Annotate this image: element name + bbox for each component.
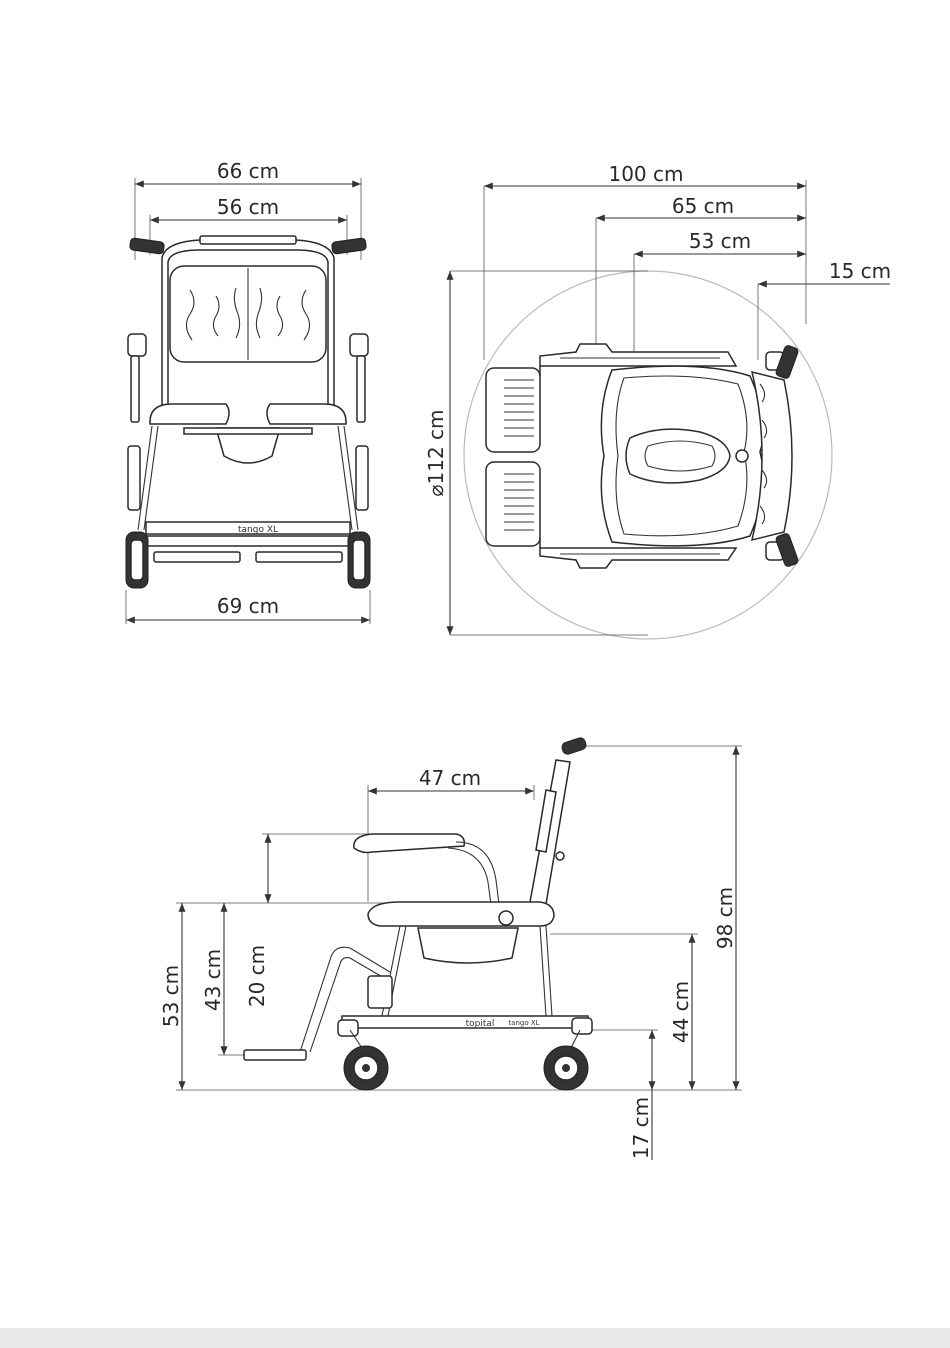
dim-label-43: 43 cm: [201, 949, 225, 1011]
dimension-total-height: 98 cm: [580, 746, 742, 1090]
dimension-ground-clearance: 17 cm: [586, 1030, 658, 1160]
dim-label-53-side: 53 cm: [159, 965, 183, 1027]
dimension-frame-length: 65 cm: [596, 194, 806, 346]
footrest-left: [154, 552, 240, 562]
dimension-seat-length: 53 cm: [634, 229, 806, 364]
dim-label-47: 47 cm: [419, 766, 481, 790]
footrest-right: [256, 552, 342, 562]
seat-pad-right: [267, 404, 346, 424]
dim-label-17: 17 cm: [629, 1097, 653, 1159]
brand-label: topital: [466, 1019, 495, 1029]
seat-side: [368, 902, 554, 926]
armrest-bracket-left: [128, 334, 146, 356]
dimension-armrest-height: 20 cm: [245, 834, 372, 1007]
wheel-front-side: [338, 1020, 388, 1090]
dim-label-69: 69 cm: [217, 594, 279, 618]
push-handle-bottom: [766, 533, 799, 568]
dim-label-56: 56 cm: [217, 195, 279, 219]
dim-label-20: 20 cm: [245, 945, 269, 1007]
footplate-side: [244, 1050, 306, 1060]
backrest: [170, 266, 326, 362]
dim-label-100: 100 cm: [608, 162, 683, 186]
dim-label-15: 15 cm: [829, 259, 891, 283]
dim-label-66: 66 cm: [217, 159, 279, 183]
wheel-rear-side: [544, 1018, 592, 1090]
front-view: 66 cm 56 cm: [126, 159, 370, 624]
seat-pad-left: [150, 404, 229, 424]
dim-label-112: ⌀112 cm: [424, 409, 448, 496]
dimension-handle-offset: 15 cm: [758, 259, 891, 360]
seat-opening: [626, 429, 730, 483]
footplate-top: [486, 368, 540, 452]
dimension-footrest-height: 43 cm: [201, 903, 250, 1055]
dim-label-53: 53 cm: [689, 229, 751, 253]
model-label-front: tango XL: [238, 525, 278, 535]
seat-top: [601, 366, 763, 546]
dim-label-44: 44 cm: [669, 981, 693, 1043]
side-view: 47 cm 98 cm 44 cm 17 cm 53 cm: [159, 737, 742, 1160]
push-handle-side: [561, 737, 588, 756]
top-view: 100 cm 65 cm 53 cm 15 cm ⌀112 cm: [424, 162, 891, 639]
dimension-base-width: 69 cm: [126, 590, 370, 624]
push-handle-top: [766, 345, 799, 380]
model-label-side: tango XL: [508, 1019, 539, 1027]
backrest-side: [530, 737, 587, 904]
footplate-bottom: [486, 462, 540, 546]
armrest-bracket-right: [350, 334, 368, 356]
dim-label-98: 98 cm: [713, 887, 737, 949]
footer-band: [0, 1328, 950, 1348]
armrest-side: [354, 834, 500, 912]
dim-label-65: 65 cm: [672, 194, 734, 218]
commode-pan-side: [418, 928, 518, 963]
